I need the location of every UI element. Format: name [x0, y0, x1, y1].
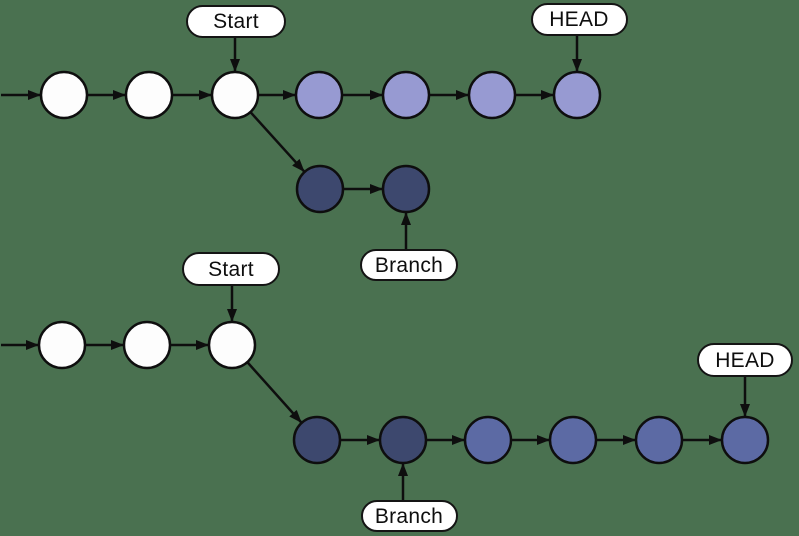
commit-edge-arrow [246, 361, 303, 424]
commit-node [552, 70, 602, 120]
commit-node [720, 415, 770, 465]
commit-node [381, 70, 431, 120]
start-label-top: Start [186, 4, 286, 38]
commit-node [548, 415, 598, 465]
head-label-top: HEAD [530, 2, 628, 36]
commit-node [37, 320, 87, 370]
branch-label-top: Branch [360, 249, 458, 281]
commit-node [39, 70, 89, 120]
commit-node [124, 70, 174, 120]
branch-label-bottom: Branch [360, 500, 458, 532]
commit-node [210, 70, 260, 120]
commit-node [381, 164, 431, 214]
head-label-bottom: HEAD [697, 343, 793, 377]
commit-node [467, 70, 517, 120]
commit-edge-arrow [249, 111, 306, 173]
commit-node [634, 415, 684, 465]
start-label-bottom: Start [182, 252, 280, 286]
commit-node [292, 415, 342, 465]
commit-node [295, 164, 345, 214]
commit-node [207, 320, 257, 370]
commit-node [378, 415, 428, 465]
commit-node [122, 320, 172, 370]
commit-node [463, 415, 513, 465]
commit-node [294, 70, 344, 120]
